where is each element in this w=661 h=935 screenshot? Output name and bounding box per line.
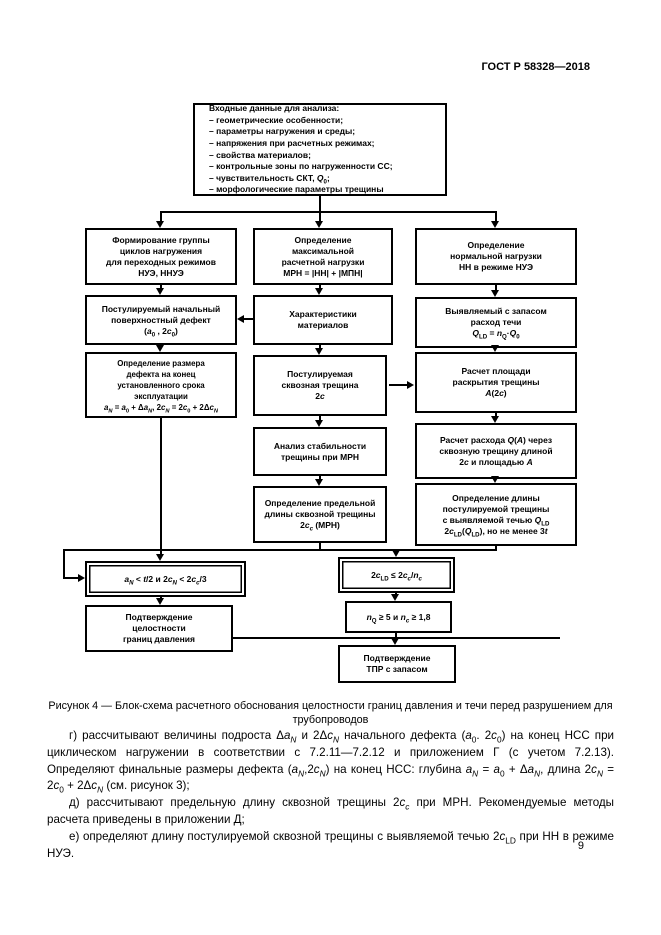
paragraph-item-g: г) рассчитывают величины подроста ΔaN и …: [47, 729, 614, 795]
connector-line: [243, 318, 253, 320]
arrow-down-icon: [315, 221, 323, 228]
page-number: 9: [577, 840, 584, 852]
arrow-down-icon: [315, 348, 323, 355]
margins-text: nQ ≥ 5 и nc ≥ 1,8: [366, 611, 431, 625]
arrow-down-icon: [156, 598, 164, 605]
arrow-down-icon: [491, 221, 499, 228]
condition-text: 2cLD ≤ 2cc/nc: [371, 570, 422, 583]
flowchart-condition-crack-margin: 2cLD ≤ 2cc/nc: [338, 557, 455, 593]
arrow-down-icon: [491, 290, 499, 297]
connector-line: [319, 345, 321, 349]
arrow-down-icon: [491, 476, 499, 483]
connector-line: [63, 549, 497, 551]
arrow-down-icon: [491, 345, 499, 352]
flowchart-box-margins: nQ ≥ 5 и nc ≥ 1,8: [345, 601, 452, 633]
connector-line: [160, 418, 162, 555]
connector-line: [319, 476, 321, 480]
condition-text: aN < t/2 и 2cN < 2cc/3: [124, 574, 207, 587]
paragraph-item-e: е) определяют длину постулируемой сквозн…: [47, 829, 614, 860]
connector-line: [63, 549, 65, 579]
connector-line: [389, 384, 407, 386]
figure-caption: Рисунок 4 — Блок-схема расчетного обосно…: [48, 700, 613, 726]
connector-line: [319, 211, 321, 222]
connector-line: [319, 543, 321, 551]
connector-line: [495, 211, 497, 222]
arrow-down-icon: [491, 416, 499, 423]
connector-line: [160, 211, 497, 213]
connector-line: [495, 413, 497, 417]
connector-line: [160, 285, 162, 289]
arrow-left-icon: [237, 315, 244, 323]
arrow-down-icon: [156, 288, 164, 295]
arrow-down-icon: [156, 221, 164, 228]
connector-line: [63, 577, 78, 579]
paragraph-item-d: д) рассчитывают предельную длину сквозно…: [47, 796, 614, 826]
arrow-down-icon: [391, 594, 399, 601]
arrow-down-icon: [315, 479, 323, 486]
flowchart-condition-defect-size: aN < t/2 и 2cN < 2cc/3: [85, 561, 246, 597]
body-text: г) рассчитывают величины подроста ΔaN и …: [47, 728, 614, 862]
arrow-down-icon: [392, 550, 400, 557]
connector-line: [395, 633, 397, 640]
standard-number: ГОСТ Р 58328—2018: [481, 61, 590, 73]
connector-line: [495, 546, 497, 551]
arrow-down-icon: [156, 554, 164, 561]
connector-line: [319, 416, 321, 421]
arrow-down-icon: [391, 638, 399, 645]
flowchart-box-input-data: Входные данные для анализа:– геометричес…: [193, 103, 447, 196]
arrow-down-icon: [315, 420, 323, 427]
arrow-down-icon: [315, 288, 323, 295]
connector-line: [160, 211, 162, 222]
connector-line: [495, 285, 497, 291]
connector-line: [319, 285, 321, 289]
arrow-right-icon: [407, 381, 414, 389]
arrow-right-icon: [78, 574, 85, 582]
connector-line: [319, 195, 321, 212]
arrow-down-icon: [156, 345, 164, 352]
